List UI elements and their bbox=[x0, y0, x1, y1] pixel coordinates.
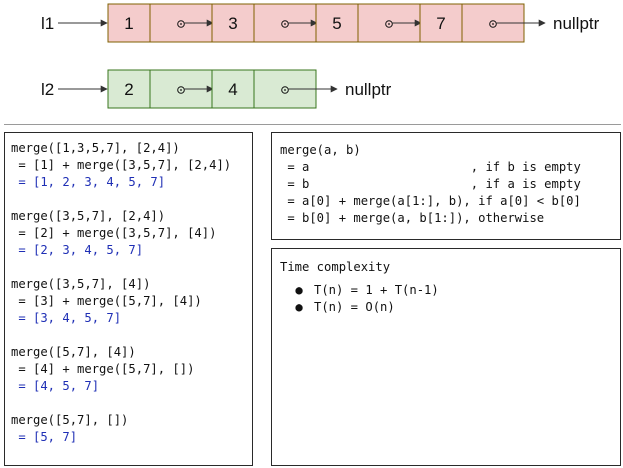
trace-block: merge([5,7], [4]) = [4] + merge([5,7], [… bbox=[11, 344, 246, 395]
trace-spacer bbox=[11, 259, 246, 276]
definition-case: = b , if a is empty bbox=[280, 177, 581, 191]
trace-call: merge([5,7], []) bbox=[11, 413, 129, 427]
trace-result: = [2, 3, 4, 5, 7] bbox=[11, 243, 144, 257]
trace-result: = [4, 5, 7] bbox=[11, 379, 100, 393]
pointer-dot bbox=[492, 23, 494, 25]
pointer-dot bbox=[388, 23, 390, 25]
next-pointer-icon bbox=[489, 20, 497, 28]
list-node: 7 bbox=[419, 3, 546, 43]
next-pointer-icon bbox=[177, 20, 185, 28]
trace-call: merge([5,7], [4]) bbox=[11, 345, 136, 359]
trace-result: = [3, 4, 5, 7] bbox=[11, 311, 122, 325]
trace-step: = [3] + merge([5,7], [4]) bbox=[11, 294, 202, 308]
trace-step: = [1] + merge([3,5,7], [2,4]) bbox=[11, 158, 232, 172]
list-node: 4 bbox=[211, 69, 338, 109]
complexity-list: ● T(n) = 1 + T(n-1)● T(n) = O(n) bbox=[280, 282, 612, 316]
node-value: 5 bbox=[332, 14, 341, 33]
trace-block: merge([1,3,5,7], [2,4]) = [1] + merge([3… bbox=[11, 140, 246, 191]
trace-block: merge([3,5,7], [2,4]) = [2] + merge([3,5… bbox=[11, 208, 246, 259]
next-pointer-icon bbox=[177, 86, 185, 94]
list-node: 3 bbox=[211, 3, 318, 43]
pointer-dot bbox=[284, 23, 286, 25]
next-pointer-icon bbox=[281, 20, 289, 28]
trace-blocks: merge([1,3,5,7], [2,4]) = [1] + merge([3… bbox=[11, 140, 246, 446]
nullptr-label: nullptr bbox=[345, 80, 392, 99]
pointer-dot bbox=[284, 89, 286, 91]
complexity-text: T(n) = 1 + T(n-1) bbox=[314, 283, 439, 297]
definition-signature: merge(a, b) bbox=[280, 143, 361, 157]
pointer-dot bbox=[180, 89, 182, 91]
trace-block: merge([5,7], []) = [5, 7] bbox=[11, 412, 246, 446]
next-pointer-icon bbox=[281, 86, 289, 94]
node-value: 3 bbox=[228, 14, 237, 33]
merge-trace-panel: merge([1,3,5,7], [2,4]) = [1] + merge([3… bbox=[4, 132, 253, 466]
definition-case: = b[0] + merge(a, b[1:]), otherwise bbox=[280, 211, 545, 225]
trace-spacer bbox=[11, 191, 246, 208]
trace-call: merge([1,3,5,7], [2,4]) bbox=[11, 141, 180, 155]
complexity-item: ● T(n) = 1 + T(n-1) bbox=[284, 282, 612, 299]
linked-list-diagram: l1 1 3 5 7 nullptr l2 2 4 nullptr bbox=[41, 3, 600, 109]
nullptr-label: nullptr bbox=[553, 14, 600, 33]
trace-spacer bbox=[11, 327, 246, 344]
list-node: 5 bbox=[315, 3, 422, 43]
trace-step: = [2] + merge([3,5,7], [4]) bbox=[11, 226, 217, 240]
definition-case: = a , if b is empty bbox=[280, 160, 581, 174]
trace-call: merge([3,5,7], [2,4]) bbox=[11, 209, 166, 223]
node-value: 4 bbox=[228, 80, 237, 99]
node-value: 2 bbox=[124, 80, 133, 99]
list-node: 2 bbox=[107, 69, 214, 109]
bullet-icon: ● bbox=[295, 283, 303, 297]
complexity-text: T(n) = O(n) bbox=[314, 300, 395, 314]
node-value: 7 bbox=[436, 14, 445, 33]
node-value: 1 bbox=[124, 14, 133, 33]
list-label: l1 bbox=[41, 14, 54, 33]
complexity-item: ● T(n) = O(n) bbox=[284, 299, 612, 316]
definition-case: = a[0] + merge(a[1:], b), if a[0] < b[0] bbox=[280, 194, 581, 208]
list-l2: l2 2 4 nullptr bbox=[41, 69, 392, 109]
trace-spacer bbox=[11, 395, 246, 412]
trace-result: = [1, 2, 3, 4, 5, 7] bbox=[11, 175, 166, 189]
list-l1: l1 1 3 5 7 nullptr bbox=[41, 3, 600, 43]
list-node: 1 bbox=[107, 3, 214, 43]
time-complexity-panel: Time complexity ● T(n) = 1 + T(n-1)● T(n… bbox=[271, 248, 621, 466]
definition-lines: merge(a, b) = a , if b is empty = b , if… bbox=[280, 142, 612, 227]
trace-step: = [4] + merge([5,7], []) bbox=[11, 362, 195, 376]
pointer-dot bbox=[180, 23, 182, 25]
next-pointer-icon bbox=[385, 20, 393, 28]
trace-result: = [5, 7] bbox=[11, 430, 78, 444]
trace-block: merge([3,5,7], [4]) = [3] + merge([5,7],… bbox=[11, 276, 246, 327]
section-divider bbox=[4, 124, 621, 125]
list-label: l2 bbox=[41, 80, 54, 99]
complexity-title: Time complexity bbox=[280, 260, 391, 274]
bullet-icon: ● bbox=[295, 300, 303, 314]
trace-call: merge([3,5,7], [4]) bbox=[11, 277, 151, 291]
merge-definition-panel: merge(a, b) = a , if b is empty = b , if… bbox=[271, 132, 621, 240]
